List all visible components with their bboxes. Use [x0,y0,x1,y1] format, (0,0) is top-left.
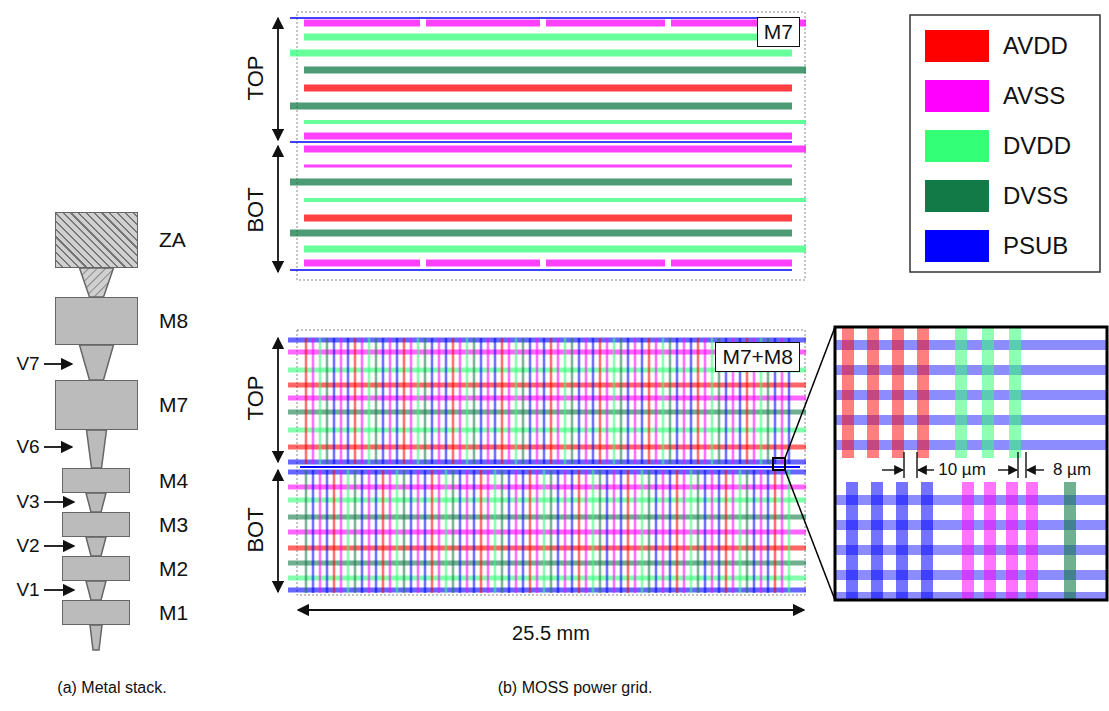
metal-layer: M7 [55,380,138,430]
layer-name: M8 [159,309,188,333]
via-shape [80,345,114,380]
legend-frame [910,15,1100,272]
metal-layer: M3 [62,512,130,537]
layer-name: M4 [159,469,188,493]
dimension: 25.5 mm [512,622,590,644]
m7-stripes [290,18,806,270]
legend-swatch [925,230,989,262]
metal-layer: M4 [62,468,130,493]
via-name: V7 [16,354,39,375]
metal-layer: M2 [62,556,130,581]
metal-layer: M1 [62,600,130,625]
via-shape [86,581,106,600]
legend-entry: AVSS [925,80,1065,112]
via-shape [87,430,107,468]
via-name: V3 [16,492,39,513]
extent-label: BOT [244,507,268,552]
legend-entry: DVDD [925,130,1071,162]
via-name: V6 [16,437,39,458]
metal-layer: ZA [55,212,138,268]
legend-entry: DVSS [925,180,1068,212]
layer-name: M3 [159,513,188,537]
layer-name: ZA [159,228,186,252]
zoom-frame [835,327,1107,600]
legend-swatch [925,30,989,62]
extent-label: TOP [244,56,268,101]
legend-text: AVDD [1003,32,1068,60]
legend-text: DVDD [1003,132,1071,160]
extent-arrows [278,18,804,610]
legend-text: AVSS [1003,82,1065,110]
metal-layer: M8 [55,297,138,345]
legend-swatch [925,130,989,162]
m7-m8-grid [288,338,806,593]
dimension: 8 µm [1051,461,1093,480]
subcaption: (b) MOSS power grid. [498,679,653,697]
layer-tag: M7 [757,17,800,47]
zoom-leader [785,470,835,600]
subcaption: (a) Metal stack. [57,679,166,697]
layer-name: M7+M8 [722,345,793,369]
via-name: V1 [16,580,39,601]
zoom-detail [836,328,1106,599]
dimension: 10 µm [936,461,988,480]
via-shape [80,268,114,297]
extent-label: BOT [244,187,268,232]
legend-entry: AVDD [925,30,1068,62]
legend-entry: PSUB [925,230,1068,262]
zoom-marker [773,458,785,470]
legend-text: PSUB [1003,232,1068,260]
via-name: V2 [16,536,39,557]
legend-swatch [925,180,989,212]
extent-label: TOP [244,376,268,421]
via-shape [90,625,102,650]
layer-name: M2 [159,557,188,581]
via-shape [86,537,106,556]
layer-tag: M7+M8 [715,342,800,372]
legend-swatch [925,80,989,112]
layer-name: M1 [159,601,188,625]
layer-name: M7 [764,20,793,44]
layer-name: M7 [159,393,188,417]
via-shape [86,493,106,512]
legend-text: DVSS [1003,182,1068,210]
